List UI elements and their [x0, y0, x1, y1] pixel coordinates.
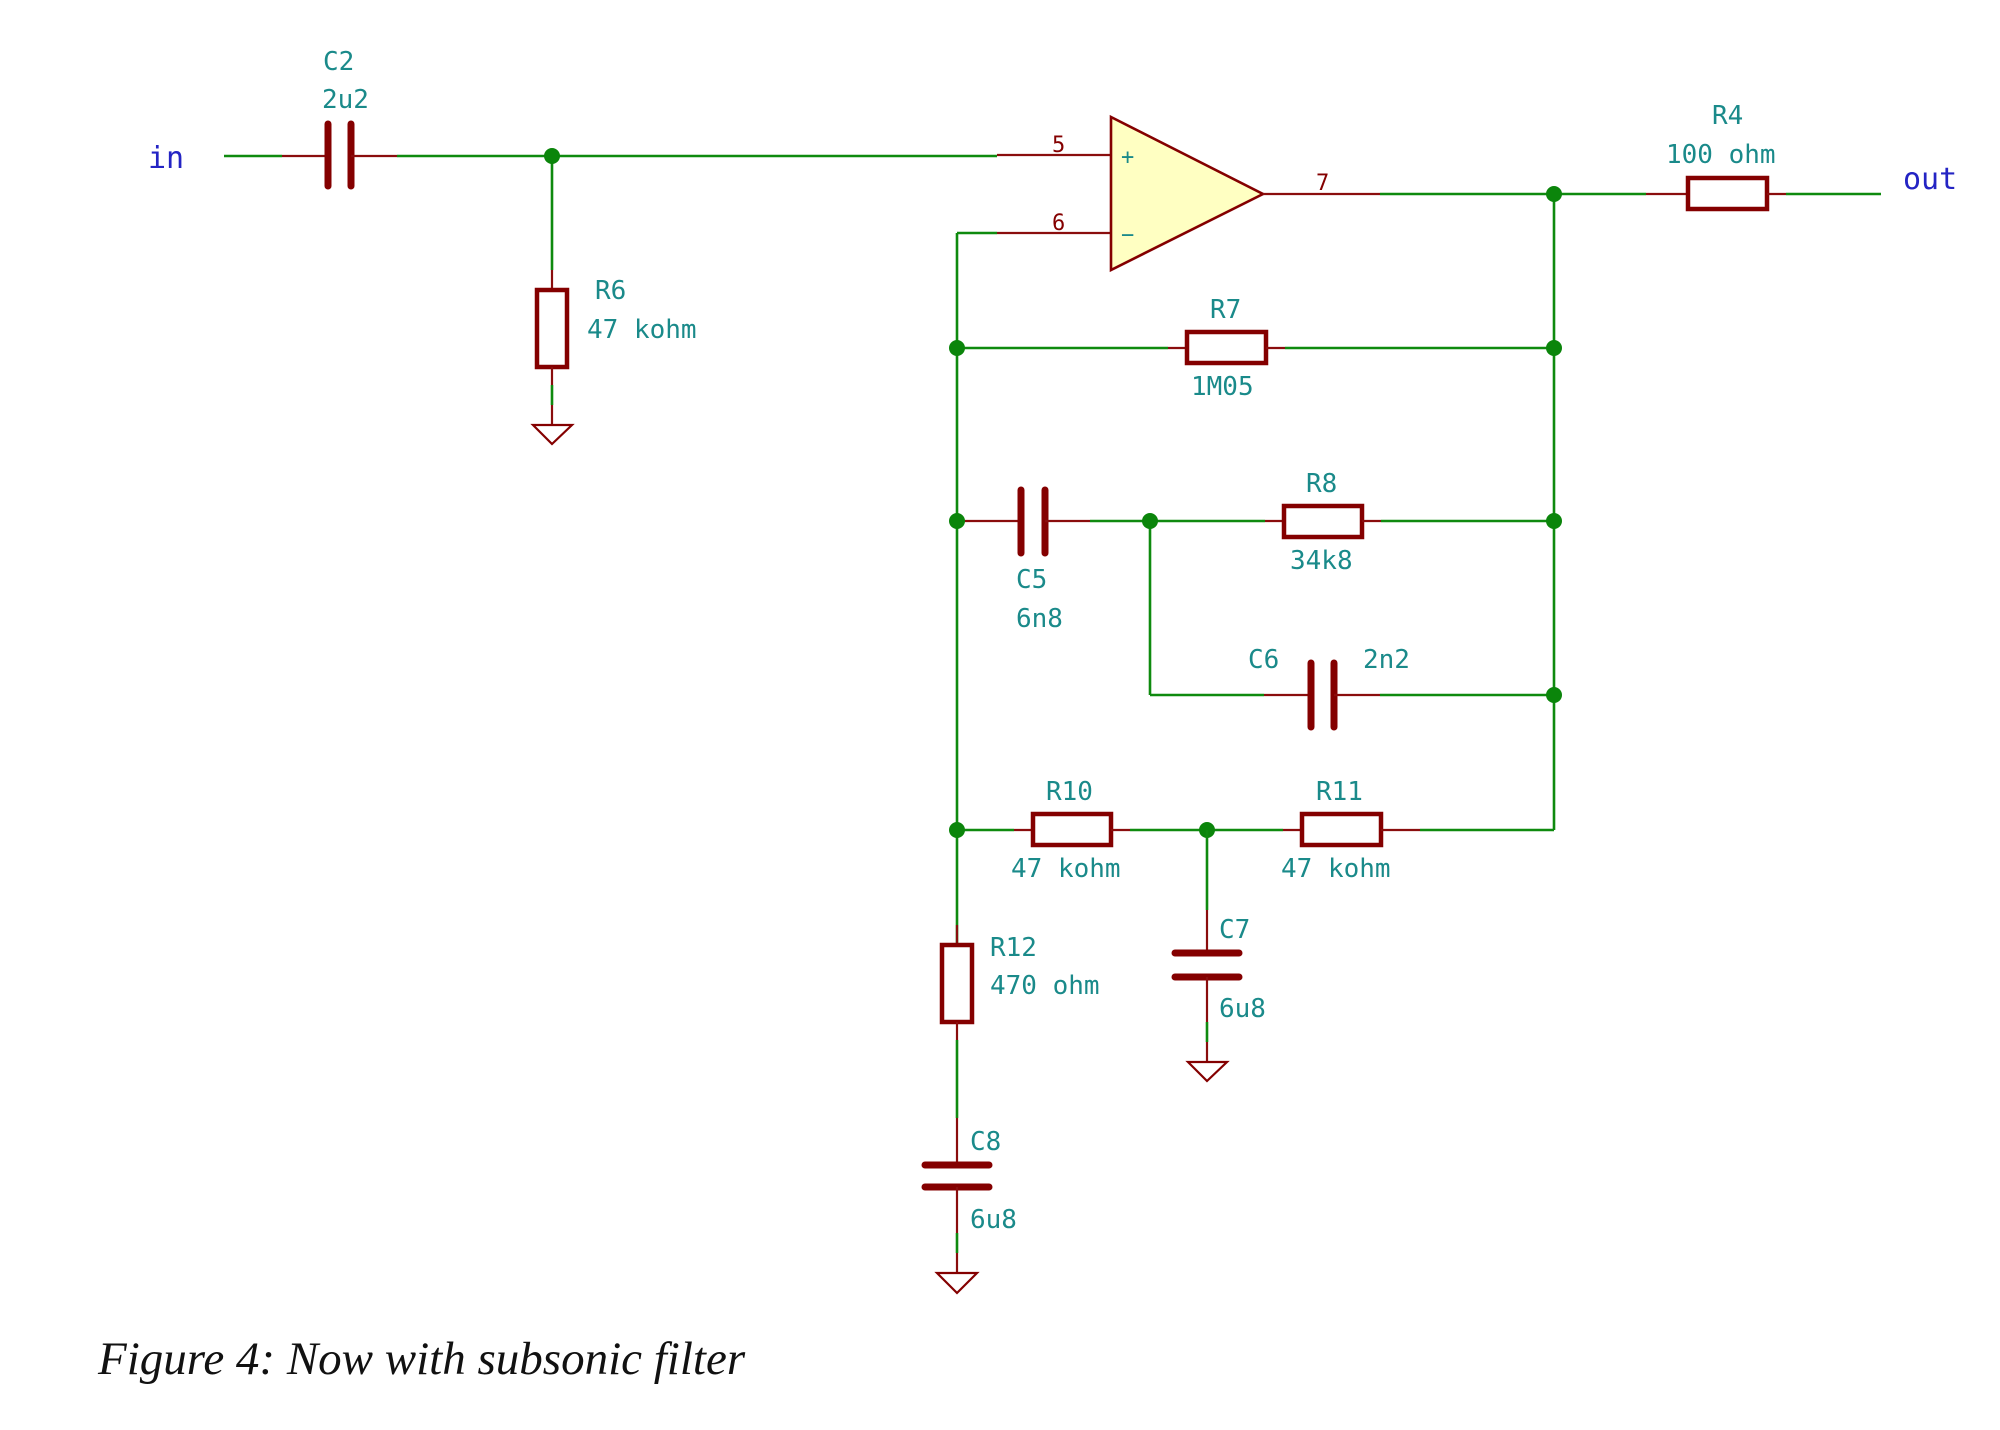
c2-ref-label: C2 [323, 47, 354, 77]
c6-value-label: 2n2 [1363, 645, 1410, 675]
r12-ref-label: R12 [990, 933, 1037, 963]
resistor-r6 [534, 270, 570, 425]
c5-value-label: 6n8 [1016, 604, 1063, 634]
c5-ref-label: C5 [1016, 565, 1047, 595]
output-port-label: out [1903, 162, 1957, 197]
ground-icon [934, 1271, 980, 1295]
r11-ref-label: R11 [1316, 777, 1363, 807]
r6-ref-label: R6 [595, 276, 626, 306]
junction-r7-left [949, 340, 965, 356]
opamp-pin-7-label: 7 [1316, 171, 1329, 196]
output-wire [1380, 192, 1646, 832]
capacitor-c6 [1264, 659, 1554, 731]
opamp-pin-5-label: 5 [1052, 133, 1065, 158]
capacitor-c8 [921, 1118, 993, 1273]
r8-ref-label: R8 [1306, 469, 1337, 499]
r7-value-label: 1M05 [1191, 372, 1254, 402]
input-node-wire [397, 154, 997, 270]
junction-r8-right [1546, 513, 1562, 529]
junction-c6-right [1546, 687, 1562, 703]
r4-value-label: 100 ohm [1666, 140, 1776, 170]
ground-icon [1185, 1060, 1230, 1083]
resistor-r11 [1283, 811, 1420, 848]
r7-ref-label: R7 [1210, 295, 1241, 325]
capacitor-c7 [1171, 830, 1243, 1062]
r8-c6-node-wire [1090, 519, 1265, 697]
resistor-r8 [1265, 503, 1554, 540]
input-port-label: in [148, 141, 184, 176]
junction-r7-right [1546, 340, 1562, 356]
c7-ref-label: C7 [1219, 915, 1250, 945]
junction-c5-left [949, 513, 965, 529]
c2-value-label: 2u2 [322, 85, 369, 115]
c8-value-label: 6u8 [970, 1205, 1017, 1235]
junction-output-node [1546, 186, 1562, 202]
opamp-plus-sign: + [1121, 145, 1134, 170]
r11-value-label: 47 kohm [1281, 854, 1391, 884]
ground-icon [530, 423, 575, 446]
r6-value-label: 47 kohm [587, 315, 697, 345]
resistor-r4 [1646, 175, 1881, 212]
r10-ref-label: R10 [1046, 777, 1093, 807]
junction-r10-left [949, 822, 965, 838]
c6-ref-label: C6 [1248, 645, 1279, 675]
resistor-r10 [957, 811, 1283, 848]
r4-ref-label: R4 [1712, 101, 1743, 131]
opamp-minus-sign: − [1121, 223, 1134, 248]
capacitor-c5 [957, 486, 1090, 557]
feedback-left-rail [955, 231, 997, 944]
junction-c5-r8 [1142, 513, 1158, 529]
opamp-pin-6-label: 6 [1052, 211, 1065, 236]
resistor-r12 [939, 925, 975, 1118]
resistor-r7 [957, 329, 1554, 366]
opamp [997, 114, 1380, 273]
r12-value-label: 470 ohm [990, 971, 1100, 1001]
capacitor-c2 [282, 120, 397, 190]
r8-value-label: 34k8 [1290, 546, 1353, 576]
c7-value-label: 6u8 [1219, 994, 1266, 1024]
c8-ref-label: C8 [970, 1127, 1001, 1157]
r10-value-label: 47 kohm [1011, 854, 1121, 884]
figure-caption: Figure 4: Now with subsonic filter [98, 1333, 746, 1385]
junction-input-node [544, 148, 560, 164]
